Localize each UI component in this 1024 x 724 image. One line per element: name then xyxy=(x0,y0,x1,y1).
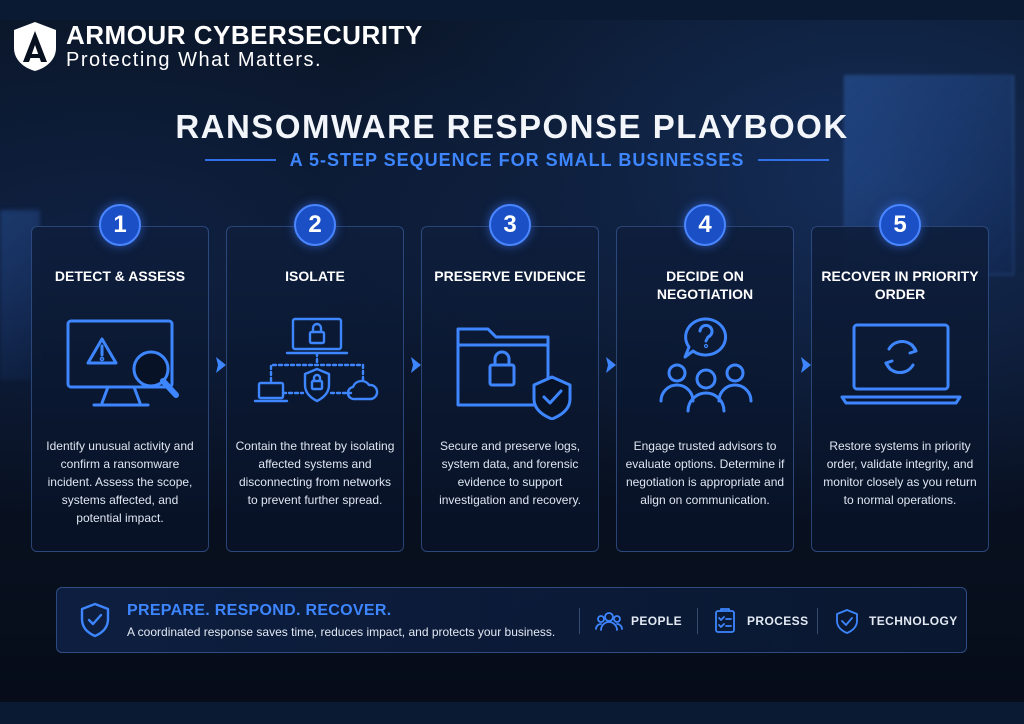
step-card-5: RECOVER IN PRIORITY ORDER Restore system… xyxy=(811,226,989,552)
step-badge-4: 4 xyxy=(684,204,726,246)
summary-headline: PREPARE. RESPOND. RECOVER. xyxy=(127,602,392,619)
step-badge-1: 1 xyxy=(99,204,141,246)
network-isolation-icon xyxy=(253,317,379,403)
armour-logo-icon xyxy=(14,22,56,71)
page-subtitle: A 5-STEP SEQUENCE FOR SMALL BUSINESSES xyxy=(289,149,745,170)
bottom-band xyxy=(0,702,1024,724)
step-title: ISOLATE xyxy=(285,268,345,284)
pillar-label: PROCESS xyxy=(747,614,809,628)
step-card-2: ISOLATE Contain the threat by isolating … xyxy=(226,226,404,552)
page-title: RANSOMWARE RESPONSE PLAYBOOK xyxy=(175,108,849,145)
step-description: Contain the threat by isolating affected… xyxy=(235,439,395,507)
chevron-right-icon xyxy=(216,357,226,373)
summary-bar: PREPARE. RESPOND. RECOVER. A coordinated… xyxy=(56,587,967,653)
pillar-label: PEOPLE xyxy=(631,614,683,628)
step-title: PRESERVE EVIDENCE xyxy=(434,268,586,284)
shield-check-icon xyxy=(836,609,858,634)
step-badge-3: 3 xyxy=(489,204,531,246)
step-card-4: DECIDE ON NEGOTIATION Engage trusted adv… xyxy=(616,226,794,552)
divider xyxy=(697,608,698,634)
subtitle-rule-left xyxy=(205,159,276,161)
step-title: DETECT & ASSESS xyxy=(54,268,186,284)
monitor-alert-magnifier-icon xyxy=(66,319,179,407)
step-description: Engage trusted advisors to evaluate opti… xyxy=(625,439,785,507)
pillar-technology: TECHNOLOGY xyxy=(833,608,958,634)
brand: ARMOUR CYBERSECURITY Protecting What Mat… xyxy=(12,20,423,72)
summary-text: A coordinated response saves time, reduc… xyxy=(127,625,556,639)
group-question-icon xyxy=(659,317,753,413)
shield-check-icon xyxy=(80,602,110,638)
step-description: Restore systems in priority order, valid… xyxy=(823,439,977,507)
step-card-1: DETECT & ASSESS Identify unusual activit… xyxy=(31,226,209,552)
people-icon xyxy=(595,612,623,631)
step-badge-2: 2 xyxy=(294,204,336,246)
step-badge-5: 5 xyxy=(879,204,921,246)
divider xyxy=(579,608,580,634)
pillar-label: TECHNOLOGY xyxy=(869,614,958,628)
step-title: DECIDE ON NEGOTIATION xyxy=(656,268,754,302)
chevron-right-icon xyxy=(606,357,616,373)
subtitle-row: A 5-STEP SEQUENCE FOR SMALL BUSINESSES xyxy=(205,148,829,172)
step-description: Secure and preserve logs, system data, a… xyxy=(439,439,581,507)
brand-name: ARMOUR CYBERSECURITY xyxy=(66,20,423,50)
chevron-right-icon xyxy=(411,357,421,373)
divider xyxy=(817,608,818,634)
chevron-right-icon xyxy=(801,357,811,373)
laptop-recovery-icon xyxy=(840,323,962,405)
locked-folder-shield-icon xyxy=(456,327,572,420)
pillar-people: PEOPLE xyxy=(595,608,682,634)
pillar-process: PROCESS xyxy=(711,608,808,634)
step-card-3: PRESERVE EVIDENCE Secure and preserve lo… xyxy=(421,226,599,552)
step-title: RECOVER IN PRIORITY ORDER xyxy=(821,268,979,302)
checklist-icon xyxy=(715,608,735,633)
top-band xyxy=(0,0,1024,20)
subtitle-rule-right xyxy=(758,159,829,161)
step-description: Identify unusual activity and confirm a … xyxy=(46,439,194,525)
brand-tagline: Protecting What Matters. xyxy=(66,49,323,71)
